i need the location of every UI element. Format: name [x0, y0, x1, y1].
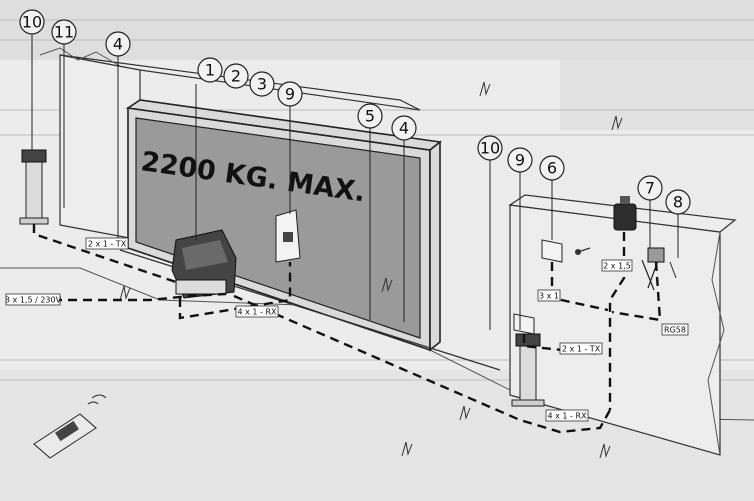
callout-label: 8	[673, 193, 683, 212]
callout-label: 3	[257, 75, 267, 94]
cable-label-left-tx-group: 2 x 1 - TX	[85, 237, 129, 250]
callout-5: 5	[357, 103, 383, 129]
callout-label: 9	[515, 151, 525, 170]
gate-motor-icon	[171, 229, 237, 299]
cable-label-rx-mid: 4 x 1 - RX	[237, 308, 277, 317]
callout-label: 11	[54, 23, 74, 42]
cable-lamp	[608, 232, 626, 410]
cable-label-rx-right-group: 4 x 1 - RX	[545, 409, 589, 422]
cable-label-rx-mid-group: 4 x 1 - RX	[235, 305, 279, 318]
callout-4-left: 4	[105, 31, 131, 57]
callout-7: 7	[637, 175, 663, 201]
callout-1: 1	[197, 57, 223, 83]
cable-power	[8, 292, 227, 302]
callout-label: 10	[22, 13, 42, 32]
cable-label-rx-right: 4 x 1 - RX	[547, 412, 587, 421]
leader-lines	[31, 34, 679, 330]
callout-label: 10	[480, 139, 500, 158]
callout-11: 11	[51, 19, 77, 45]
cable-to-right-wall	[233, 294, 612, 434]
right-post-icon	[511, 333, 545, 407]
callout-9-gate: 9	[277, 81, 303, 107]
cable-label-left-tx: 2 x 1 - TX	[88, 240, 127, 249]
cable-label-key: 3 x 1	[539, 292, 559, 301]
callout-label: 4	[113, 35, 123, 54]
callout-2: 2	[223, 63, 249, 89]
callout-4-right: 4	[391, 115, 417, 141]
callout-8: 8	[665, 189, 691, 215]
cable-label-right-tx: 2 x 1 - TX	[562, 345, 601, 354]
callout-6: 6	[539, 155, 565, 181]
callout-label: 2	[231, 67, 241, 86]
grass-decoration	[119, 81, 623, 459]
cable-label-lamp-group: 2 x 1,5	[601, 259, 633, 272]
cable-label-antenna: RG58	[664, 326, 686, 335]
callout-label: 1	[205, 61, 215, 80]
callout-label: 7	[645, 179, 655, 198]
cable-label-power: 3 x 1,5 / 230V	[5, 296, 62, 305]
callout-9-wall: 9	[507, 147, 533, 173]
cable-label-key-group: 3 x 1	[537, 289, 561, 302]
callout-10-right: 10	[477, 135, 503, 161]
key-switch-icon	[541, 239, 591, 263]
cable-left-tx	[32, 224, 177, 284]
callout-label: 6	[547, 159, 557, 178]
callout-3: 3	[249, 71, 275, 97]
cable-rx-mid	[178, 262, 292, 320]
photocell-wall-icon	[513, 313, 535, 335]
remote-control-icon	[33, 394, 107, 459]
flashing-lamp-icon	[613, 196, 637, 231]
cable-label-antenna-group: RG58	[661, 323, 689, 336]
photocell-gate-icon	[275, 209, 301, 263]
callout-label: 5	[365, 107, 375, 126]
cable-label-power-group: 3 x 1,5 / 230V	[5, 293, 62, 306]
cable-label-right-tx-group: 2 x 1 - TX	[559, 342, 603, 355]
callout-10-left: 10	[19, 9, 45, 35]
callout-label: 9	[285, 85, 295, 104]
left-post-icon	[19, 149, 49, 225]
cable-label-lamp: 2 x 1,5	[603, 262, 631, 271]
cable-antenna	[611, 261, 662, 322]
callout-label: 4	[399, 119, 409, 138]
